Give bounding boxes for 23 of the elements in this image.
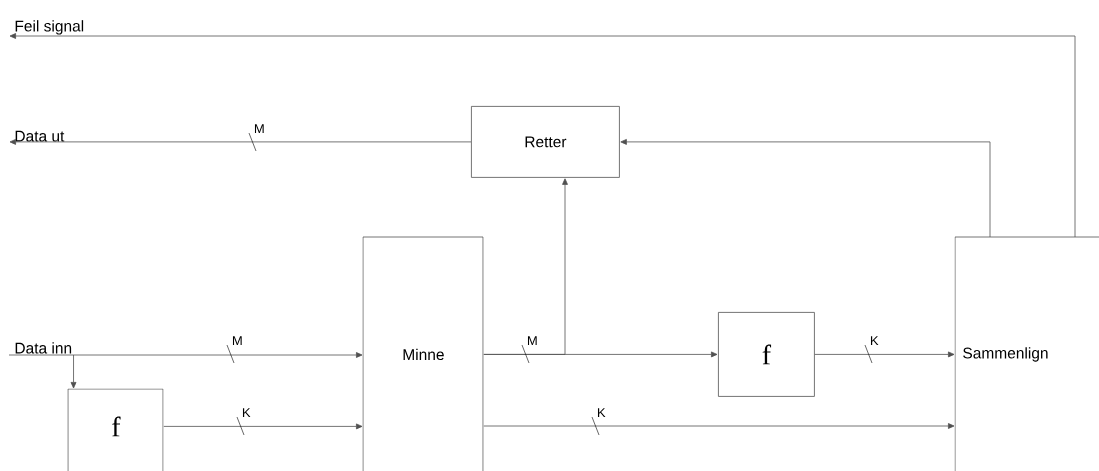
bus-width-label: K <box>591 408 606 436</box>
function-box: f <box>67 388 164 471</box>
arrow <box>620 139 991 238</box>
arrow <box>8 352 363 358</box>
input-label: Data inn <box>15 342 72 354</box>
output-label: Data ut <box>15 130 65 142</box>
arrow <box>9 33 1076 238</box>
bus-width-label: K <box>236 408 251 436</box>
comparator-box: Sammenlign <box>954 236 1099 471</box>
arrow <box>9 139 472 145</box>
bus-width-label: M <box>248 124 264 152</box>
memory-box: Minne <box>362 236 484 471</box>
process-box: Retter <box>471 106 620 178</box>
arrow <box>814 351 955 358</box>
bus-width-label: M <box>226 336 242 364</box>
bus-width-label: M <box>521 336 537 364</box>
signal-label: Feil signal <box>15 20 84 35</box>
arrow <box>483 351 718 358</box>
arrow <box>163 423 363 430</box>
bus-width-label: K <box>864 336 879 364</box>
arrow <box>70 354 77 389</box>
arrow <box>483 423 955 429</box>
function-box: f <box>718 312 815 397</box>
